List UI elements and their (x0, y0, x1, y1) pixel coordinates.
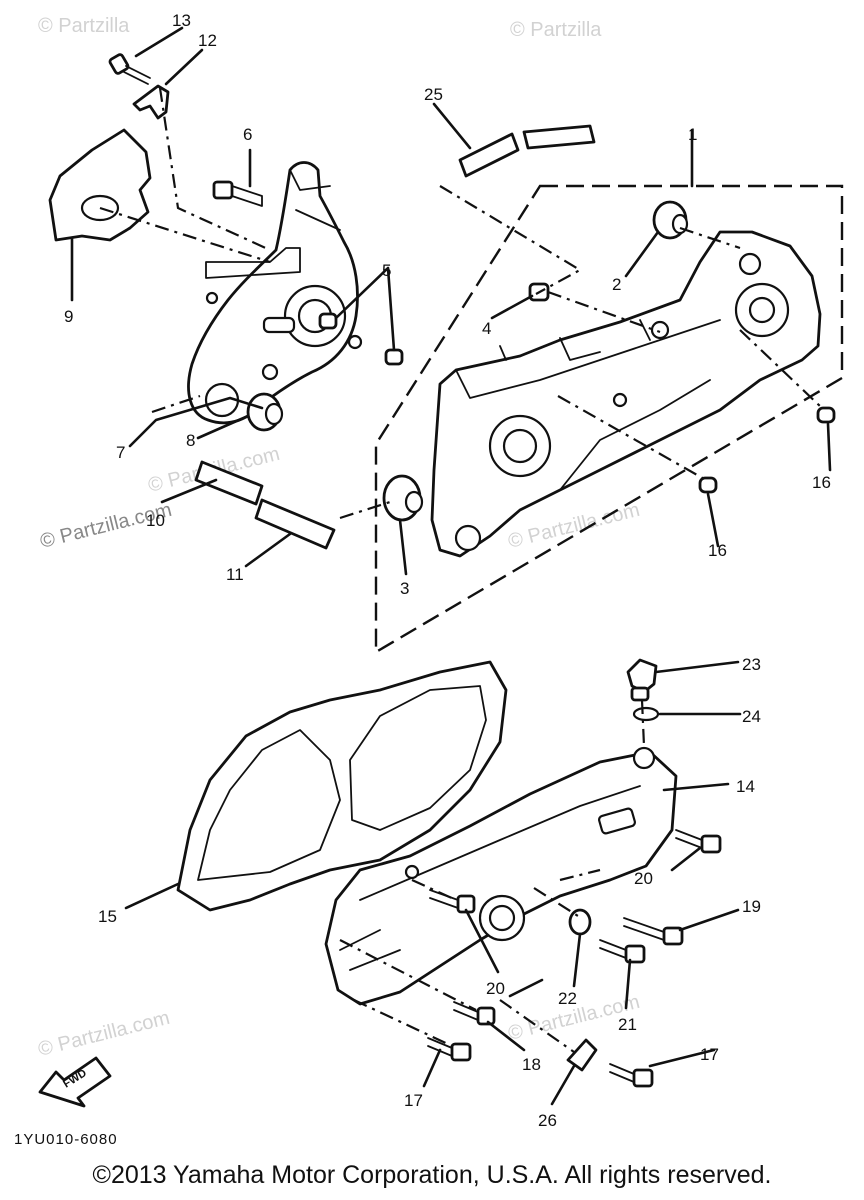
callout-3: 3 (400, 579, 409, 598)
callout-14: 14 (736, 777, 755, 796)
callout-4: 4 (482, 319, 491, 338)
callout-9: 9 (64, 307, 73, 326)
copyright-notice: ©2013 Yamaha Motor Corporation, U.S.A. A… (92, 1161, 772, 1189)
callout-23: 23 (742, 655, 761, 674)
part-10-pin (194, 460, 264, 506)
callout-1: 1 (688, 125, 697, 144)
part-15-gasket (176, 660, 508, 912)
part-5-dowel (384, 348, 404, 366)
callout-26: 26 (538, 1111, 557, 1130)
callout-21: 21 (618, 1015, 637, 1034)
part-12-bracket (132, 84, 170, 120)
callout-10: 10 (146, 511, 165, 530)
callout-19: 19 (742, 897, 761, 916)
part-9-plate (48, 128, 152, 242)
callout-22: 22 (558, 989, 577, 1008)
callout-17: 17 (404, 1091, 423, 1110)
callouts: 1 2 3 4 5 6 7 8 9 10 11 12 13 14 15 16 1… (64, 11, 831, 1130)
callout-5: 5 (382, 261, 391, 280)
part-17-bolt (427, 1037, 472, 1062)
part-5-dowel (318, 312, 338, 330)
watermark: © Partzilla.com (36, 1007, 172, 1061)
callout-16: 16 (708, 541, 727, 560)
part-22-collar (568, 908, 592, 936)
callout-15: 15 (98, 907, 117, 926)
watermark: © Partzilla (38, 15, 130, 37)
part-16-dowel (816, 406, 836, 424)
part-26-clip (566, 1038, 598, 1072)
callout-20: 20 (486, 979, 505, 998)
part-16-dowel (698, 476, 718, 494)
callout-11: 11 (226, 565, 244, 584)
fwd-arrow: FWD (38, 1056, 112, 1108)
part-2-bearing (652, 200, 689, 240)
watermark: © Partzilla (510, 19, 602, 41)
part-8-bearing (246, 392, 284, 432)
assembly-lines (99, 87, 823, 1053)
callout-7: 7 (116, 443, 125, 462)
callout-16: 16 (812, 473, 831, 492)
callout-18: 18 (522, 1055, 541, 1074)
right-crankcase (430, 230, 822, 558)
callout-13: 13 (172, 11, 191, 30)
left-crankcase (187, 161, 363, 425)
callout-17: 17 (700, 1045, 719, 1064)
part-6-bolt (212, 180, 263, 207)
part-19-bolt (623, 917, 684, 946)
part-13-bolt (108, 53, 151, 85)
part-18-bolt (453, 1001, 496, 1026)
callout-8: 8 (186, 431, 195, 450)
part-23-plug (626, 658, 658, 702)
part-20-bolt (675, 829, 722, 854)
part-3-bearing (382, 474, 424, 522)
callout-6: 6 (243, 125, 252, 144)
part-17-bolt (609, 1063, 654, 1088)
callout-12: 12 (198, 31, 217, 50)
callout-24: 24 (742, 707, 761, 726)
diagram-code: 1YU010-6080 (14, 1131, 118, 1148)
assembly-outline (374, 184, 844, 655)
part-25-hose (522, 124, 596, 150)
callout-2: 2 (612, 275, 621, 294)
part-11-shaft (254, 498, 336, 550)
callout-25: 25 (424, 85, 443, 104)
leader-lines (70, 26, 832, 1106)
callout-20: 20 (634, 869, 653, 888)
part-14-cover (324, 746, 678, 1006)
part-24-oring (632, 706, 660, 722)
part-25-hose (458, 132, 520, 178)
part-21-bolt (599, 939, 646, 964)
